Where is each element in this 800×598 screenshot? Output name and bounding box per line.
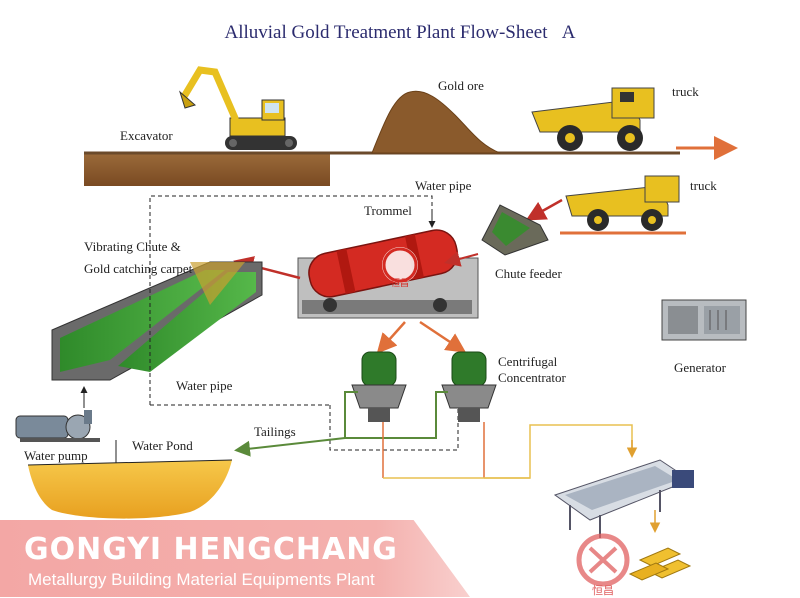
title-text: Alluvial Gold Treatment Plant Flow-Sheet <box>224 22 548 43</box>
diagram-title: Alluvial Gold Treatment Plant Flow-Sheet… <box>0 22 800 44</box>
shaking-table-icon <box>553 459 694 538</box>
generator-icon <box>661 299 747 341</box>
label-water-pipe-bottom: Water pipe <box>176 378 233 393</box>
label-water-pipe-top: Water pipe <box>415 178 472 193</box>
label-vibrating-chute-1: Vibrating Chute & <box>84 239 181 254</box>
ground <box>84 151 680 186</box>
gold-bars-icon <box>628 547 692 581</box>
logo-text-bottom: 恒昌 <box>592 584 614 597</box>
hengchang-logo-bottom <box>576 533 630 587</box>
centrifugal-concentrator-2-icon <box>441 351 497 422</box>
centrifugal-concentrator-1-icon <box>351 351 407 422</box>
label-centrifugal-2: Concentrator <box>498 370 566 385</box>
label-generator: Generator <box>674 360 726 375</box>
water-pump-icon <box>15 410 100 442</box>
yellow-flow-lines <box>383 424 633 479</box>
truck-mid-icon <box>565 175 680 231</box>
label-tailings: Tailings <box>254 424 296 439</box>
label-truck-mid: truck <box>690 178 717 193</box>
label-gold-ore: Gold ore <box>438 78 484 93</box>
arrow-trommel-to-concentrator-1 <box>376 321 406 354</box>
brand-name: GONGYI HENGCHANG <box>24 532 398 567</box>
arrow-tailings-to-pond <box>234 437 346 457</box>
water-pond <box>28 460 232 519</box>
chute-feeder-icon <box>481 204 549 256</box>
arrow-feeder-to-trommel <box>444 251 479 267</box>
gold-ore-heap <box>371 90 501 154</box>
label-water-pond: Water Pond <box>132 438 193 453</box>
brand-subtitle: Metallurgy Building Material Equipments … <box>28 570 375 589</box>
brand-banner <box>0 520 470 597</box>
title-suffix: A <box>561 22 576 43</box>
trommel-icon <box>297 229 479 319</box>
arrow-trommel-to-concentrator-2 <box>419 320 467 353</box>
tailings-lines <box>344 391 448 439</box>
truck-top-icon <box>531 87 655 151</box>
label-trommel: Trommel <box>364 203 412 218</box>
label-centrifugal-1: Centrifugal <box>498 354 558 369</box>
label-truck-top: truck <box>672 84 699 99</box>
label-excavator: Excavator <box>120 128 173 143</box>
arrow-truck-to-feeder <box>525 198 563 221</box>
logo-text-trommel: 恒昌 <box>391 279 410 289</box>
label-vibrating-chute-2: Gold catching carpet <box>84 261 193 276</box>
label-chute-feeder: Chute feeder <box>495 266 562 281</box>
vibrating-chute-icon <box>51 261 263 381</box>
label-water-pump: Water pump <box>24 448 88 463</box>
excavator-icon <box>178 66 297 150</box>
hengchang-logo-trommel <box>382 247 418 283</box>
